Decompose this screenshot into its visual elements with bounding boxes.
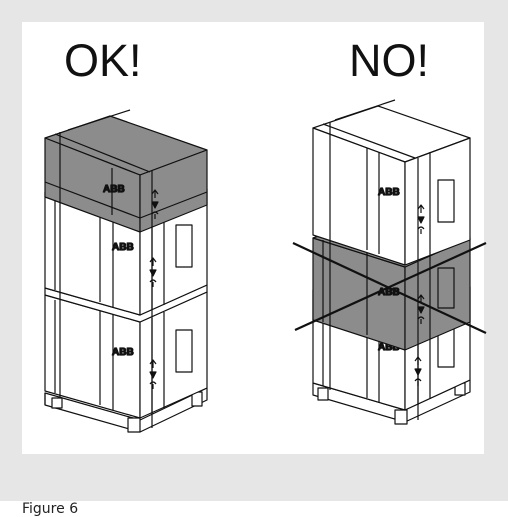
no-scene	[293, 100, 486, 424]
stacking-diagram: ABB	[0, 0, 508, 501]
ok-scene	[45, 110, 207, 432]
figure-caption: Figure 6	[22, 502, 78, 516]
no-top-package	[313, 100, 470, 265]
